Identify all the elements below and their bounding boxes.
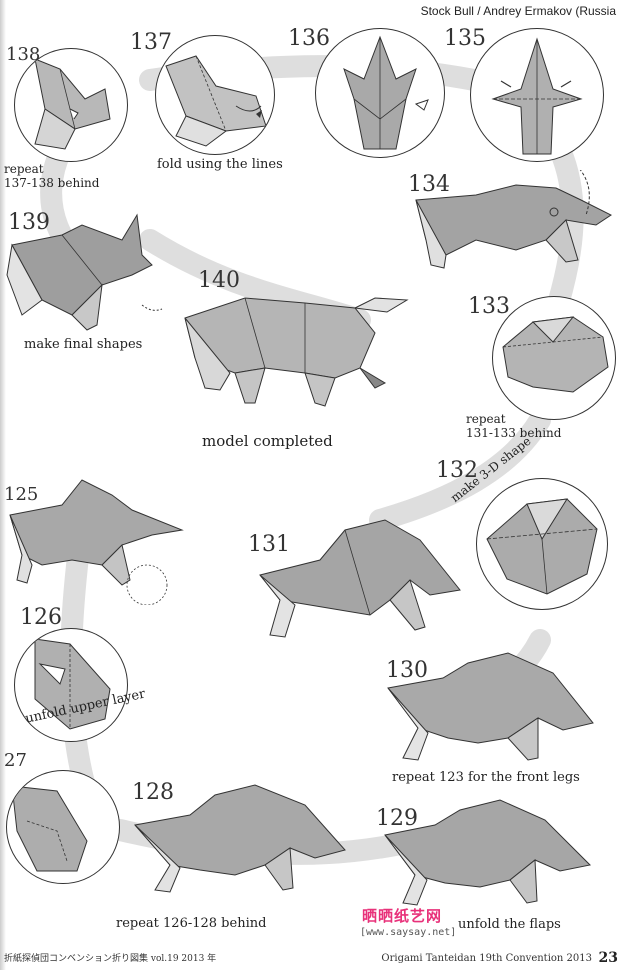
step-number-125: 125 bbox=[4, 484, 38, 505]
step-number-135: 135 bbox=[444, 26, 486, 51]
step-number-138: 138 bbox=[6, 44, 40, 65]
step-number-139: 139 bbox=[8, 210, 50, 235]
step-137-figure bbox=[156, 36, 274, 154]
step-number-126: 126 bbox=[20, 605, 62, 630]
step-136-figure bbox=[316, 29, 444, 157]
caption-repeat-126-128-behind: repeat 126-128 behind bbox=[116, 916, 266, 931]
step-number-130: 130 bbox=[386, 658, 428, 683]
step-138-figure bbox=[15, 49, 127, 161]
step-number-133: 133 bbox=[468, 294, 510, 319]
step-132-figure bbox=[477, 479, 607, 609]
step-number-134: 134 bbox=[408, 172, 450, 197]
watermark-url: [www.saysay.net] bbox=[360, 927, 456, 938]
caption-make-final-shapes: make final shapes bbox=[24, 337, 142, 352]
step-number-127: 27 bbox=[4, 750, 27, 771]
caption-fold-using-lines: fold using the lines bbox=[157, 157, 283, 172]
caption-unfold-the-flaps: unfold the flaps bbox=[458, 917, 561, 932]
step-132-detail-circle bbox=[476, 478, 608, 610]
step-127-figure bbox=[7, 771, 119, 883]
caption-137-138-behind: 137-138 behind bbox=[4, 176, 99, 190]
step-number-137: 137 bbox=[130, 30, 172, 55]
caption-repeat-123-front-legs: repeat 123 for the front legs bbox=[392, 770, 580, 785]
step-135-figure bbox=[471, 29, 603, 161]
step-127-detail-circle bbox=[6, 770, 120, 884]
footer-publication-jp: 折紙探偵団コンベンション折り図集 vol.19 2013 年 bbox=[4, 951, 216, 964]
caption-repeat-137-138: repeat 137-138 behind bbox=[4, 162, 99, 190]
caption-131-133-behind: 131-133 behind bbox=[466, 426, 561, 440]
step-136-detail-circle bbox=[315, 28, 445, 158]
footer-publication-en-text: Origami Tanteidan 19th Convention 2013 bbox=[381, 953, 592, 964]
footer-publication-en: Origami Tanteidan 19th Convention 2013 bbox=[381, 953, 592, 964]
step-number-128: 128 bbox=[132, 780, 174, 805]
step-140-completed-bull-figure bbox=[175, 278, 415, 428]
step-131-figure bbox=[250, 505, 465, 645]
step-number-131: 131 bbox=[248, 532, 290, 557]
step-number-136: 136 bbox=[288, 26, 330, 51]
step-number-140: 140 bbox=[198, 268, 240, 293]
step-133-detail-circle bbox=[492, 296, 616, 420]
step-number-129: 129 bbox=[376, 806, 418, 831]
step-137-detail-circle bbox=[155, 35, 275, 155]
caption-repeat-word-133: repeat bbox=[466, 412, 506, 426]
step-133-figure bbox=[493, 297, 615, 419]
watermark-brand: 晒晒纸艺网 bbox=[362, 905, 442, 926]
caption-model-completed: model completed bbox=[202, 432, 333, 450]
caption-repeat-131-133: repeat 131-133 behind bbox=[466, 412, 561, 440]
page-number: 23 bbox=[599, 950, 618, 966]
caption-repeat-word: repeat bbox=[4, 162, 44, 176]
step-138-detail-circle bbox=[14, 48, 128, 162]
step-135-detail-circle bbox=[470, 28, 604, 162]
